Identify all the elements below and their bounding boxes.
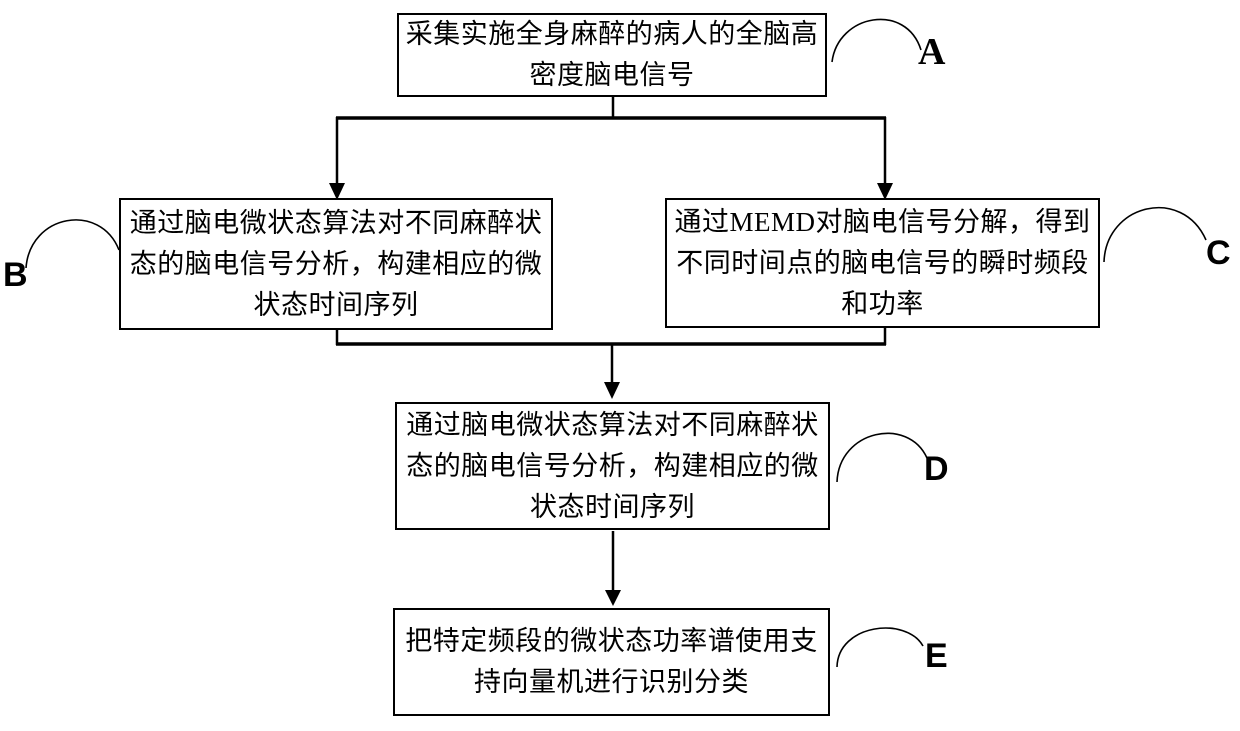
ref-label-a: A — [918, 31, 946, 73]
arrowhead-into-c — [877, 183, 893, 200]
arrowhead-into-d — [604, 382, 620, 399]
arrowhead-into-b — [329, 183, 345, 200]
ref-label-b: B — [3, 256, 28, 294]
arrowhead-into-e — [605, 590, 621, 606]
process-box-collect-eeg: 采集实施全身麻醉的病人的全脑高密度脑电信号 — [397, 13, 827, 97]
ref-arc-b — [25, 219, 120, 269]
ref-label-c: C — [1206, 234, 1231, 272]
process-box-svm-classify: 把特定频段的微状态功率谱使用支持向量机进行识别分类 — [393, 608, 830, 716]
process-box-microstate-sequence: 通过脑电微状态算法对不同麻醉状态的脑电信号分析，构建相应的微状态时间序列 — [395, 402, 830, 530]
ref-label-e: E — [925, 637, 948, 675]
ref-arc-e — [836, 627, 924, 668]
ref-label-d: D — [924, 450, 949, 488]
process-box-microstate-analysis-left: 通过脑电微状态算法对不同麻醉状态的脑电信号分析，构建相应的微状态时间序列 — [119, 198, 553, 330]
process-box-memd-decompose: 通过MEMD对脑电信号分解，得到不同时间点的脑电信号的瞬时频段和功率 — [665, 198, 1100, 328]
ref-arc-a — [831, 18, 922, 63]
ref-arc-d — [836, 432, 928, 483]
ref-arc-c — [1103, 206, 1207, 263]
